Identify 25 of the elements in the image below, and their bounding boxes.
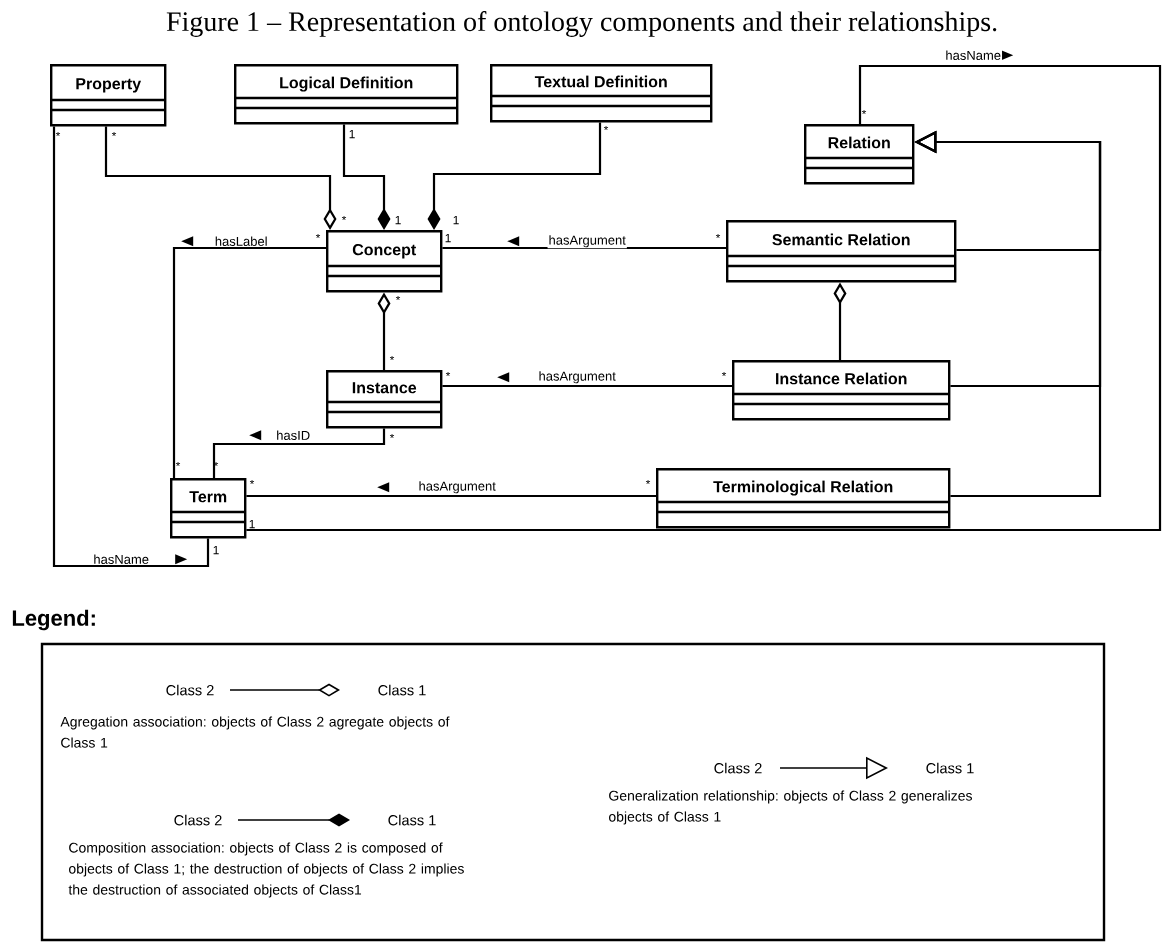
- class-box: Property: [50, 64, 167, 127]
- class-box: Logical Definition: [234, 64, 459, 125]
- connector: [212, 428, 386, 478]
- class-box: Textual Definition: [490, 64, 713, 123]
- figure-title: Figure 1 – Representation of ontology components and their relationships.: [166, 11, 997, 37]
- direction-arrow: [249, 430, 262, 441]
- class-box: Terminological Relation: [656, 468, 951, 529]
- class-box: Term: [170, 478, 247, 539]
- direction-arrow: [181, 236, 194, 247]
- class-box: Instance: [326, 370, 443, 429]
- connector: [246, 64, 1162, 532]
- connector: [172, 246, 326, 478]
- direction-arrow: [175, 554, 188, 565]
- direction-arrow: [497, 372, 510, 383]
- class-box: Concept: [326, 230, 443, 293]
- class-box: Relation: [804, 124, 915, 185]
- class-box: Semantic Relation: [726, 220, 957, 283]
- connector: [52, 126, 210, 568]
- legend-title: Legend:: [12, 609, 95, 631]
- connector: [442, 246, 726, 250]
- class-box: Instance Relation: [732, 360, 951, 421]
- direction-arrow: [377, 482, 390, 493]
- connector: [442, 384, 732, 388]
- direction-arrow: [507, 236, 520, 247]
- connector: [246, 494, 656, 498]
